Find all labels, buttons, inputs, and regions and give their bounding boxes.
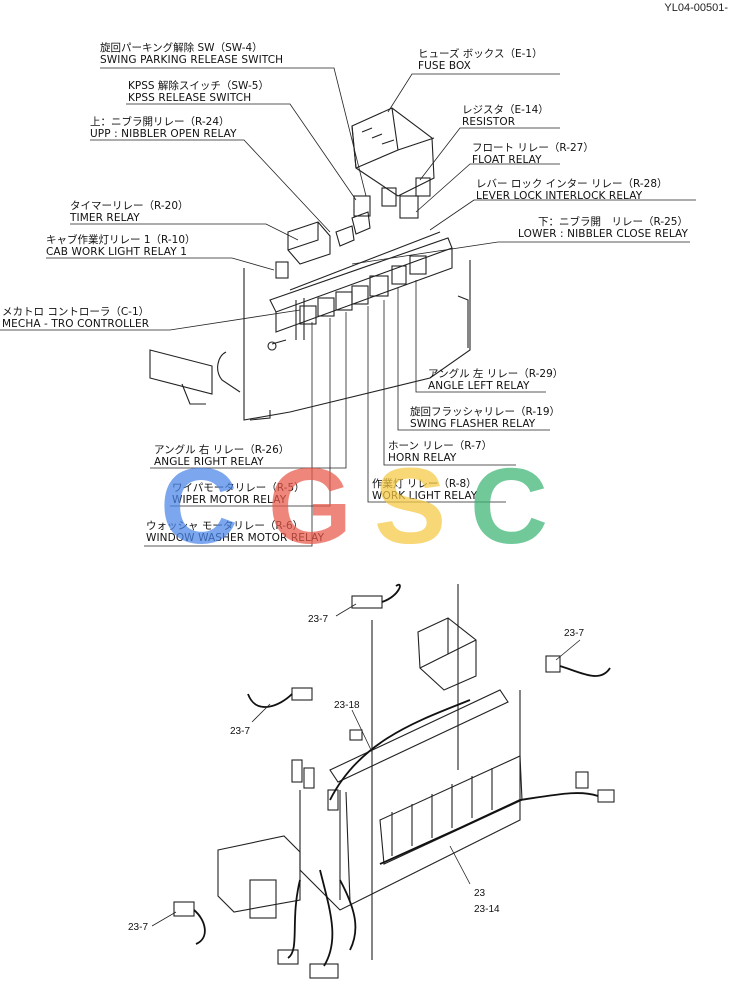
callout-work-light-relay: 作業灯 リレー（R-8） WORK LIGHT RELAY [372,478,477,502]
relay-panel-illustration [0,67,696,547]
callout-jp: アングル 右 リレー（R-26） [154,444,290,456]
callout-en: TIMER RELAY [70,212,140,224]
watermark-char: G [268,445,353,566]
callout-en: HORN RELAY [388,452,457,464]
callout-en: LEVER LOCK INTERLOCK RELAY [476,190,643,202]
watermark-letter-g: G [268,452,352,560]
callout-angle-left-relay: アングル 左 リレー（R-29） ANGLE LEFT RELAY [428,368,563,392]
callout-window-washer-motor-relay: ウォッシャ モータリレー（R-6） WINDOW WASHER MOTOR RE… [146,520,324,544]
part-number-label: 23-7 [564,628,585,639]
callout-jp: メカトロ コントローラ（C-1） [2,306,150,318]
callout-jp: 作業灯 リレー（R-8） [372,478,477,490]
callout-en: UPP : NIBBLER OPEN RELAY [90,128,237,140]
callout-en: RESISTOR [462,116,516,128]
callout-en: KPSS RELEASE SWITCH [128,92,252,104]
callout-jp: ヒューズ ボックス（E-1） [418,48,543,60]
callout-en: ANGLE RIGHT RELAY [154,456,264,468]
callout-timer-relay: タイマーリレー（R-20） TIMER RELAY [70,200,189,224]
callout-en: WORK LIGHT RELAY [372,490,478,502]
callout-kpss-release-switch: KPSS 解除スイッチ（SW-5） KPSS RELEASE SWITCH [128,80,269,104]
callout-en: SWING PARKING RELEASE SWITCH [100,54,284,66]
callout-resistor: レジスタ（E-14） RESISTOR [462,104,549,128]
watermark-char: C [470,445,548,566]
watermark-char: S [374,445,447,566]
callout-lever-lock-interlock-relay: レバー ロック インター リレー（R-28） LEVER LOCK INTERL… [476,178,668,202]
callout-angle-right-relay: アングル 右 リレー（R-26） ANGLE RIGHT RELAY [154,444,289,468]
callout-mecha-tro-controller: メカトロ コントローラ（C-1） MECHA - TRO CONTROLLER [2,306,149,330]
callout-jp: ウォッシャ モータリレー（R-6） [146,520,304,532]
callout-en: SWING FLASHER RELAY [410,418,536,430]
callout-en: FLOAT RELAY [472,154,542,166]
callout-jp: ワイパモータリレー（R-5） [172,482,305,494]
callout-en: CAB WORK LIGHT RELAY 1 [46,246,187,258]
callout-en: WIPER MOTOR RELAY [172,494,287,506]
callout-en: LOWER : NIBBLER CLOSE RELAY [518,228,688,240]
callout-jp: レジスタ（E-14） [462,104,549,116]
callout-swing-flasher-relay: 旋回フラッシャリレー（R-19） SWING FLASHER RELAY [410,406,560,430]
callout-jp: KPSS 解除スイッチ（SW-5） [128,80,269,92]
callout-jp: アングル 左 リレー（R-29） [428,368,564,380]
harness-illustration [151,583,615,979]
callout-jp: 旋回パーキング解除 SW（SW-4） [100,42,263,54]
callout-jp: 下：ニブラ開 リレー（R-25） [537,216,688,228]
part-number-label: 23-7 [230,726,251,737]
watermark-letter-s: S [374,452,446,560]
callout-jp: レバー ロック インター リレー（R-28） [476,178,668,190]
callout-jp: タイマーリレー（R-20） [70,200,189,212]
part-number-label: 23-7 [308,614,329,625]
part-number-label: 23-7 [128,922,149,933]
callout-horn-relay: ホーン リレー（R-7） HORN RELAY [388,440,492,464]
watermark-letter-c1: C [160,452,238,560]
callout-jp: ホーン リレー（R-7） [388,440,493,452]
part-number-label: 23 [474,888,486,899]
callout-upp-nibbler-open-relay: 上：ニブラ開リレー（R-24） UPP : NIBBLER OPEN RELAY [90,116,237,140]
callout-jp: キャブ作業灯リレー 1（R-10） [46,234,196,246]
part-number-label: 23-18 [334,700,360,711]
part-number-label: 23-14 [474,904,500,915]
callout-float-relay: フロート リレー（R-27） FLOAT RELAY [472,142,594,166]
callout-jp: 上：ニブラ開リレー（R-24） [90,116,230,128]
callout-cab-work-light-relay-1: キャブ作業灯リレー 1（R-10） CAB WORK LIGHT RELAY 1 [46,234,196,258]
watermark-char: C [160,445,238,566]
callout-en: FUSE BOX [418,60,471,72]
callout-en: MECHA - TRO CONTROLLER [2,318,150,330]
callout-swing-parking-release-switch: 旋回パーキング解除 SW（SW-4） SWING PARKING RELEASE… [100,42,283,66]
callout-fuse-box: ヒューズ ボックス（E-1） FUSE BOX [418,48,543,72]
callout-en: WINDOW WASHER MOTOR RELAY [146,532,325,544]
document-id: YL04-00501- [664,2,728,14]
callout-wiper-motor-relay: ワイパモータリレー（R-5） WIPER MOTOR RELAY [172,482,305,506]
callout-jp: フロート リレー（R-27） [472,142,594,154]
callout-lower-nibbler-close-relay: 下：ニブラ開 リレー（R-25） LOWER : NIBBLER CLOSE R… [518,216,688,240]
callout-jp: 旋回フラッシャリレー（R-19） [410,406,561,418]
callout-en: ANGLE LEFT RELAY [428,380,530,392]
watermark-letter-c2: C [470,452,548,560]
